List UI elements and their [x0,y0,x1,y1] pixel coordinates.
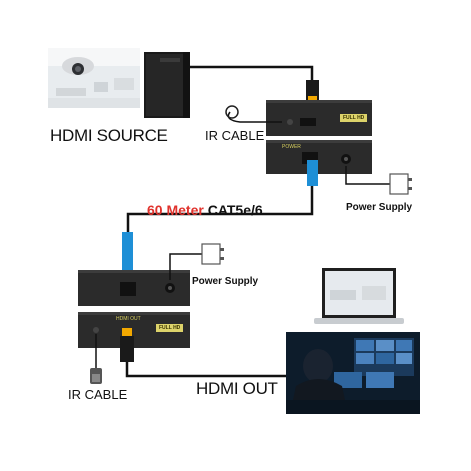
power-supply-label-top: Power Supply [346,202,413,213]
cable-length-text: 60 Meter [147,202,204,218]
full-hd-badge-top: FULL HD [340,114,368,122]
hdmi-source-label: HDMI SOURCE [50,126,168,145]
receiver-back [78,270,190,306]
ir-cable-bottom [90,334,102,384]
surveillance-monitor-room-image [286,332,420,414]
hdmi-port-label-bottom: HDMI OUT [116,316,141,322]
hdmi-output-cable [125,362,300,378]
ir-cable-label-bottom: IR CABLE [68,387,128,402]
power-supply-top-icon [345,166,412,195]
cable-type-text: CAT5e/6 [207,202,263,218]
power-supply-mid-icon [169,243,224,280]
transmitter-back [266,140,372,174]
hdmi-input-cable [190,65,314,84]
hdmi-connector-bottom [120,328,134,362]
hdmi-out-label: HDMI OUT [196,379,278,398]
laptop-icon [314,268,404,324]
pc-tower-icon [144,52,190,118]
ir-cable-top [225,105,282,123]
rj45-connector-top [307,160,318,186]
power-port-label-top: POWER [282,144,301,150]
full-hd-badge-bottom: FULL HD [156,324,184,332]
rj45-connector-bottom [122,232,133,278]
cctv-source-image [48,48,140,108]
ir-cable-label-top: IR CABLE [205,128,265,143]
power-supply-label-mid: Power Supply [192,276,259,287]
cable-spec-label: 60 Meter CAT5e/6 [147,202,263,218]
